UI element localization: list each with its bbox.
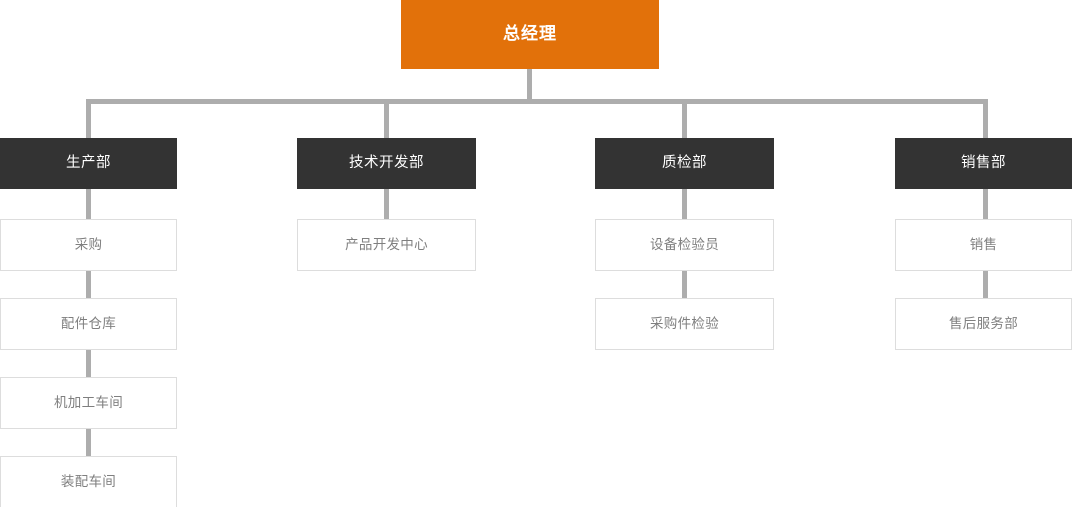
node-department-quality-inspection[interactable]: 质检部 <box>595 138 774 189</box>
connector-col1-link4 <box>86 426 91 457</box>
node-quality-equipment-inspector[interactable]: 设备检验员 <box>595 219 774 271</box>
node-department-sales[interactable]: 销售部 <box>895 138 1072 189</box>
connector-dept-stem-2 <box>384 99 389 138</box>
connector-horizontal-bus <box>86 99 988 104</box>
connector-col4-link1 <box>983 189 988 220</box>
node-production-parts-warehouse[interactable]: 配件仓库 <box>0 298 177 350</box>
connector-dept-stem-3 <box>682 99 687 138</box>
node-quality-purchased-parts-inspection[interactable]: 采购件检验 <box>595 298 774 350</box>
node-sales-sales[interactable]: 销售 <box>895 219 1072 271</box>
node-sales-after-sales-service[interactable]: 售后服务部 <box>895 298 1072 350</box>
connector-col3-link2 <box>682 268 687 299</box>
node-department-production[interactable]: 生产部 <box>0 138 177 189</box>
connector-col1-link2 <box>86 268 91 299</box>
node-general-manager[interactable]: 总经理 <box>401 0 659 69</box>
node-production-purchasing[interactable]: 采购 <box>0 219 177 271</box>
connector-col1-link1 <box>86 189 91 220</box>
connector-col1-link3 <box>86 347 91 378</box>
connector-col4-link2 <box>983 268 988 299</box>
connector-col3-link1 <box>682 189 687 220</box>
node-technical-product-development-center[interactable]: 产品开发中心 <box>297 219 476 271</box>
connector-dept-stem-1 <box>86 99 91 138</box>
node-department-technical-development[interactable]: 技术开发部 <box>297 138 476 189</box>
connector-col2-link1 <box>384 189 389 220</box>
connector-root-stem <box>527 69 532 104</box>
node-production-machining-workshop[interactable]: 机加工车间 <box>0 377 177 429</box>
node-production-assembly-workshop[interactable]: 装配车间 <box>0 456 177 507</box>
connector-dept-stem-4 <box>983 99 988 138</box>
